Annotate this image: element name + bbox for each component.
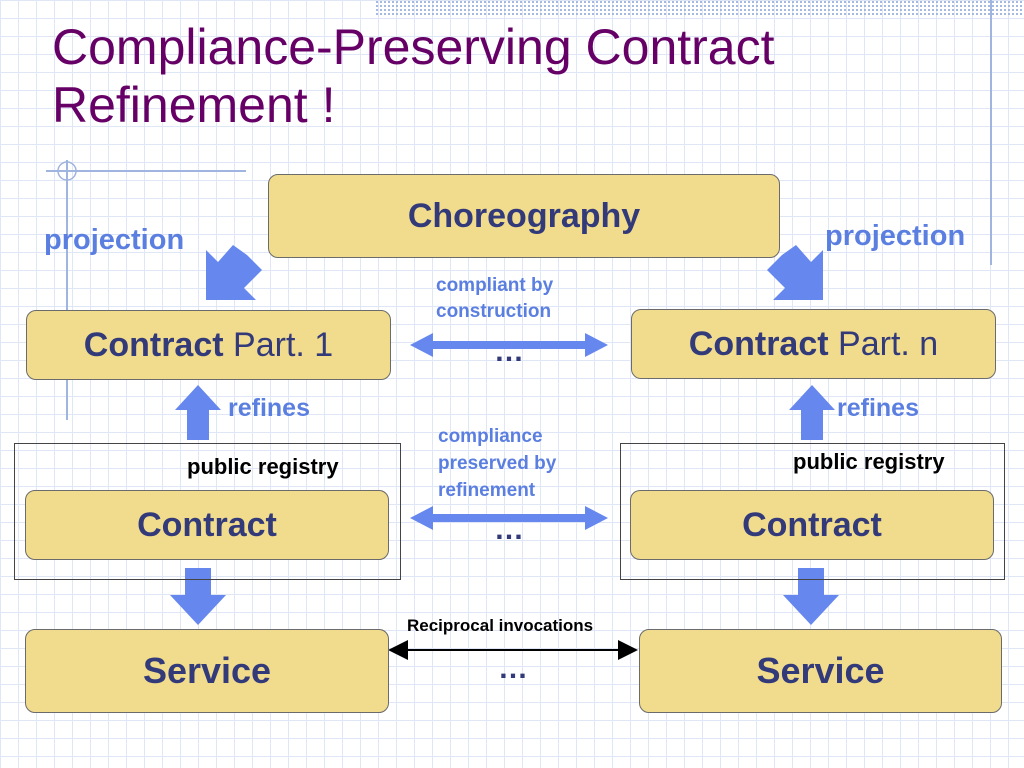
service-box-left: Service xyxy=(25,629,389,713)
compliance-preserved-label: compliance preserved by refinement xyxy=(438,423,556,504)
preserved-double-arrow xyxy=(410,506,608,530)
compliant-line-2: construction xyxy=(436,301,552,322)
service-label-right: Service xyxy=(756,650,885,691)
choreography-box: Choreography xyxy=(268,174,780,258)
refines-label-left: refines xyxy=(228,394,310,422)
crosshair-icon xyxy=(57,161,77,181)
contract-part1-bold: Contract xyxy=(83,325,224,364)
contract-label-left: Contract xyxy=(137,505,277,544)
public-registry-right xyxy=(620,443,1005,580)
public-registry-left xyxy=(14,443,401,580)
ellipsis-top: … xyxy=(494,335,525,368)
public-registry-label-right: public registry xyxy=(793,449,945,474)
projection-arrow-left xyxy=(206,245,262,300)
invoke-arrow-right xyxy=(783,568,839,625)
projection-label-left: projection xyxy=(44,224,185,256)
contract-part1-box: Contract Part. 1 xyxy=(26,310,391,380)
preserved-line-2: preserved by xyxy=(438,453,557,474)
preserved-line-3: refinement xyxy=(438,480,536,501)
contract-partn-box: Contract Part. n xyxy=(631,309,996,379)
reciprocal-label: Reciprocal invocations xyxy=(407,616,594,635)
compliant-line-1: compliant by xyxy=(436,275,554,296)
contract-partn-bold: Contract xyxy=(688,324,829,363)
refines-label-right: refines xyxy=(837,394,919,422)
refines-arrow-right xyxy=(789,385,835,440)
vertical-rule-right xyxy=(990,0,992,265)
service-label-left: Service xyxy=(142,650,272,691)
preserved-line-1: compliance xyxy=(438,426,543,447)
choreography-label: Choreography xyxy=(407,196,641,235)
ellipsis-bottom: … xyxy=(498,652,529,685)
vertical-rule-left xyxy=(66,160,68,420)
compliant-double-arrow xyxy=(410,333,608,357)
service-box-right: Service xyxy=(639,629,1002,713)
invoke-arrow-left xyxy=(170,568,226,625)
page-title: Compliance-Preserving Contract Refinemen… xyxy=(52,19,775,133)
contract-box-left: Contract xyxy=(25,490,389,560)
horizontal-rule xyxy=(46,170,246,172)
contract-label-right: Contract xyxy=(742,505,882,544)
contract-partn-suffix: Part. n xyxy=(838,324,939,363)
projection-label-right: projection xyxy=(825,220,966,252)
public-registry-label-left: public registry xyxy=(187,454,339,479)
contract-box-right: Contract xyxy=(630,490,994,560)
refines-arrow-left xyxy=(175,385,221,440)
dotted-banner xyxy=(375,0,1024,16)
projection-arrow-right xyxy=(767,245,823,300)
contract-part1-suffix: Part. 1 xyxy=(233,325,334,364)
ellipsis-middle: … xyxy=(494,513,525,546)
compliant-label: compliant by construction xyxy=(436,273,553,325)
